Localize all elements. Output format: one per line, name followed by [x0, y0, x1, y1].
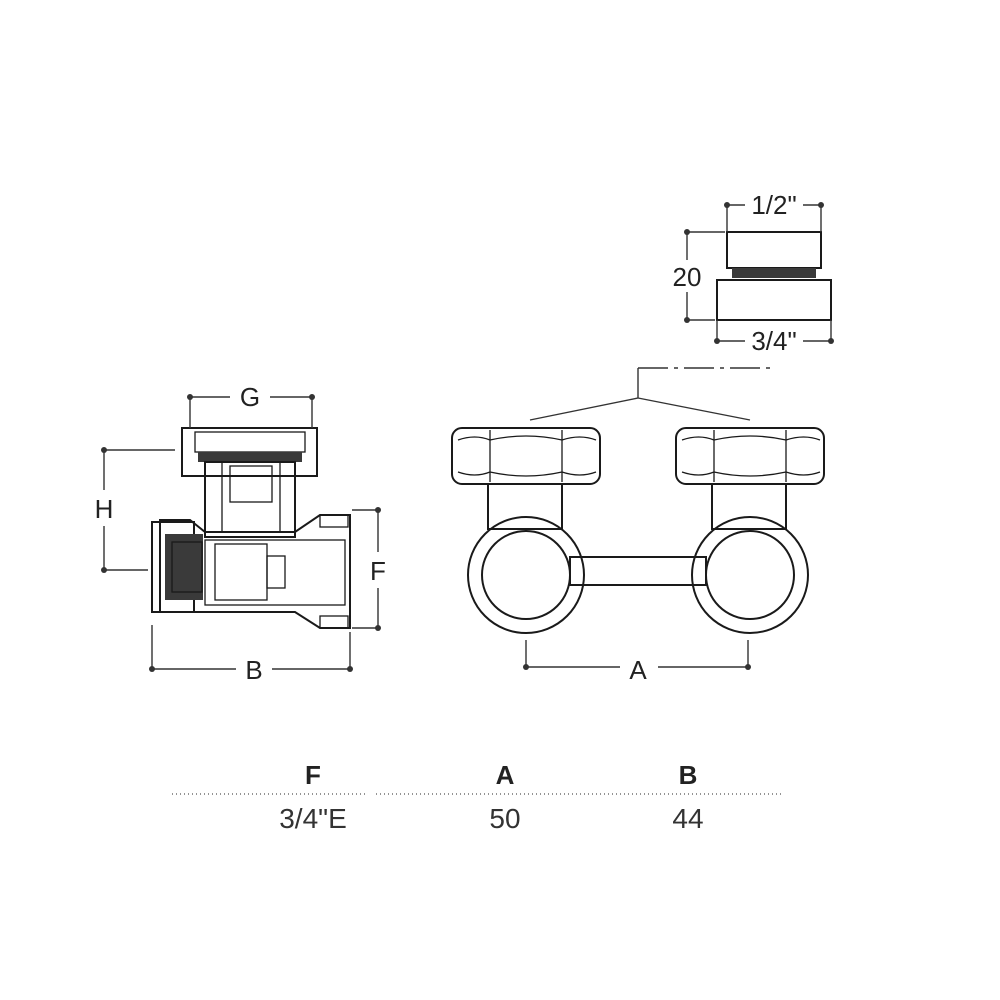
adapter-gasket	[732, 268, 816, 278]
outlet-thread-bottom	[319, 615, 349, 629]
dim-label-thread-top: 1/2"	[751, 190, 796, 220]
neck-insert	[229, 465, 273, 503]
body-channel	[204, 539, 346, 606]
dim-label-adapter-height: 20	[673, 262, 702, 292]
side-section-view	[151, 427, 351, 629]
vertical-neck	[204, 461, 296, 538]
top-gasket	[198, 452, 302, 462]
dim-label-f: F	[370, 556, 386, 586]
front-view	[451, 427, 825, 634]
table-header-b: B	[679, 760, 698, 790]
outlet-thread-top	[319, 514, 349, 528]
side-view-dimensions: G H F B	[88, 380, 394, 686]
dim-label-g: G	[240, 382, 260, 412]
dimension-table: F A B 3/4"E 50 44	[172, 760, 784, 834]
left-port-ring	[467, 516, 585, 634]
top-nut	[181, 427, 318, 477]
adapter-bottom-thread	[716, 279, 832, 321]
right-neck	[711, 483, 787, 530]
table-value-b: 44	[672, 803, 703, 834]
internal-thread	[214, 543, 268, 601]
adapter-top-thread	[726, 231, 822, 269]
adapter-dimensions: 1/2" 20 3/4"	[667, 190, 834, 356]
dim-label-h: H	[95, 494, 114, 524]
dim-label-b: B	[245, 655, 262, 685]
dim-label-a: A	[629, 655, 647, 685]
right-hex-nut	[675, 427, 825, 485]
internal-stem	[266, 555, 286, 589]
table-value-a: 50	[489, 803, 520, 834]
adapter-leader-lines	[529, 367, 775, 421]
thread-adapter	[716, 231, 832, 321]
table-value-f: 3/4"E	[279, 803, 347, 834]
right-port-ring	[691, 516, 809, 634]
center-bridge	[569, 556, 707, 586]
front-view-dimension-a: A	[523, 640, 751, 685]
inlet-cap-inner	[165, 534, 203, 600]
top-nut-thread	[194, 431, 306, 453]
table-header-f: F	[305, 760, 321, 790]
left-neck	[487, 483, 563, 530]
inlet-cap-core	[171, 541, 203, 593]
table-header-a: A	[496, 760, 515, 790]
neck-channel	[221, 461, 281, 533]
dim-label-thread-bottom: 3/4"	[751, 326, 796, 356]
left-hex-nut	[451, 427, 601, 485]
